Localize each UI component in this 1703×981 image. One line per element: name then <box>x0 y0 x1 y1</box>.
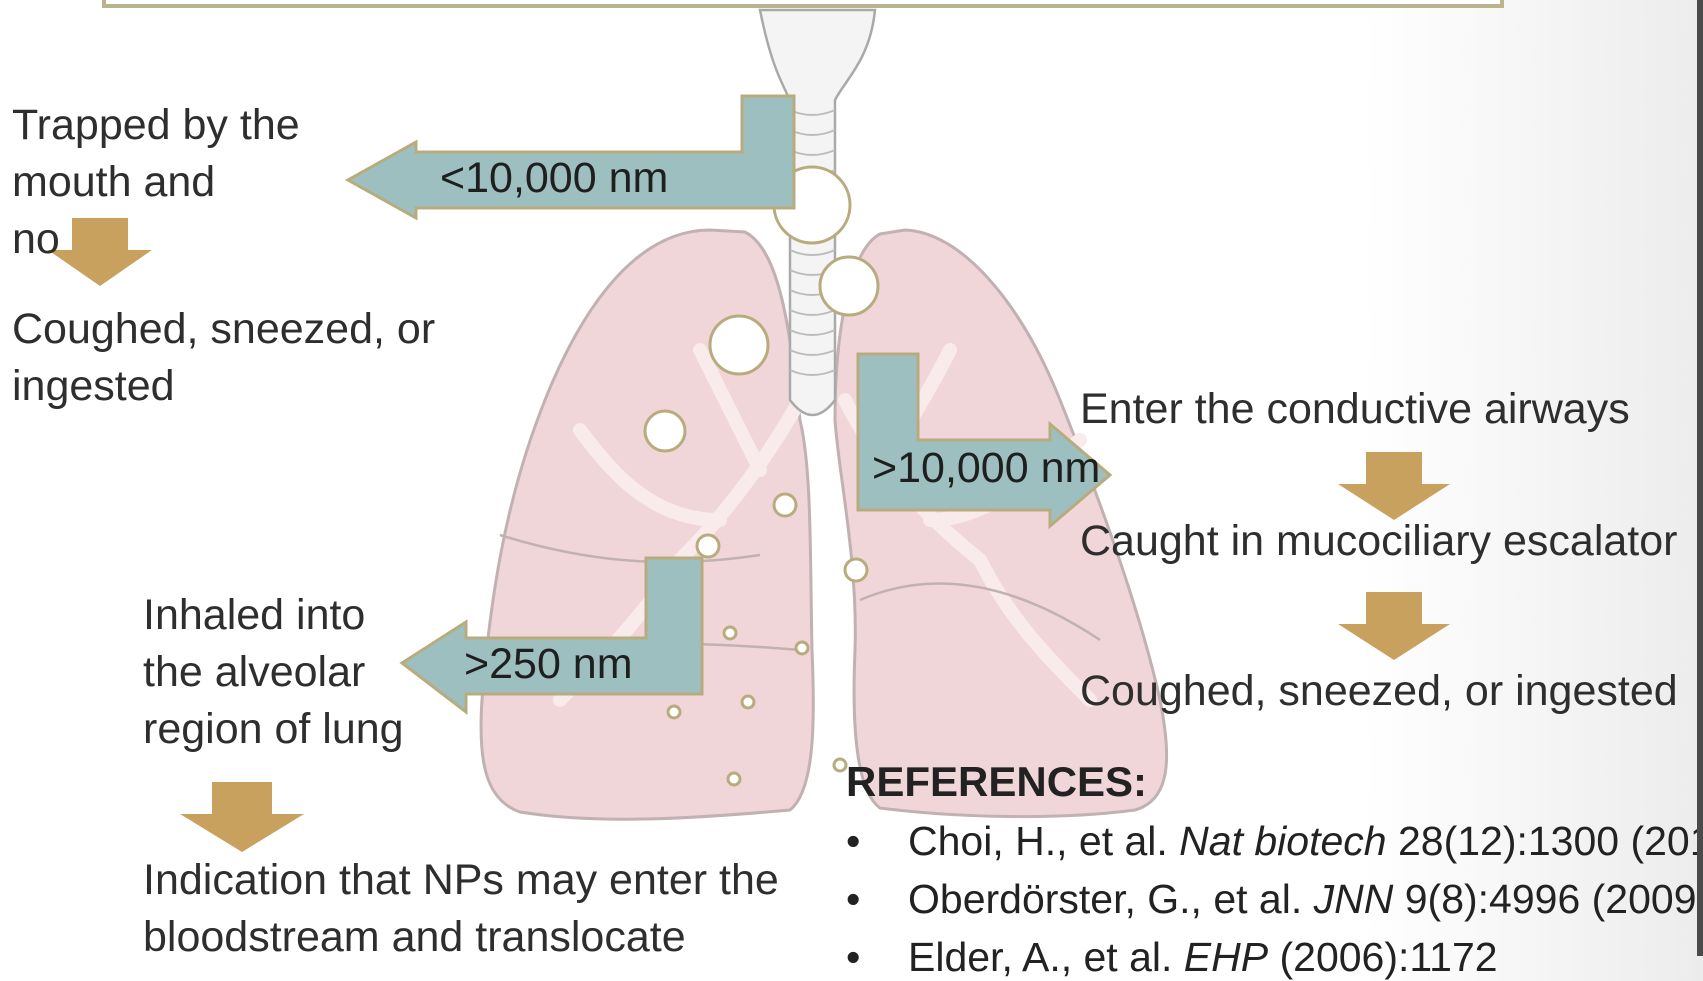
down-arrow-left-bottom <box>180 782 304 852</box>
coughed-left-line-1: Coughed, sneezed, or <box>12 300 435 358</box>
down-arrow-right-1 <box>1338 452 1450 520</box>
arrow-right-label: >10,000 nm <box>872 444 1100 492</box>
bullet-icon: • <box>846 818 908 865</box>
mucociliary-text: Caught in mucociliary escalator <box>1080 512 1678 570</box>
down-arrow-right-2 <box>1338 592 1450 660</box>
arrow-lower-left-label: >250 nm <box>464 640 633 688</box>
left-lung <box>481 230 813 819</box>
trapped-line-2: mouth and <box>12 153 215 211</box>
reference-item: •Elder, A., et al. EHP (2006):1172 <box>846 934 1498 981</box>
reference-item: •Choi, H., et al. Nat biotech 28(12):130… <box>846 818 1703 865</box>
down-arrow-left-top <box>48 218 152 286</box>
indication-line-2: bloodstream and translocate <box>143 908 686 966</box>
indication-line-1: Indication that NPs may enter the <box>143 851 779 909</box>
arrow-upper-left-label: <10,000 nm <box>440 154 668 202</box>
references-title: REFERENCES: <box>846 758 1147 806</box>
trapped-line-3: nose <box>12 210 60 268</box>
trapped-line-1: Trapped by the <box>12 96 300 154</box>
reference-item: •Oberdörster, G., et al. JNN 9(8):4996 (… <box>846 876 1703 923</box>
coughed-left-line-2: ingested <box>12 357 175 415</box>
conductive-airways-text: Enter the conductive airways <box>1080 380 1630 438</box>
coughed-right-text: Coughed, sneezed, or ingested <box>1080 662 1678 720</box>
title-box-edge <box>104 0 1502 6</box>
bullet-icon: • <box>846 934 908 981</box>
bullet-icon: • <box>846 876 908 923</box>
slide-edge <box>1697 0 1703 956</box>
inhaled-line-2: the alveolar <box>143 643 365 701</box>
inhaled-line-3: region of lung <box>143 700 404 758</box>
inhaled-line-1: Inhaled into <box>143 586 365 644</box>
